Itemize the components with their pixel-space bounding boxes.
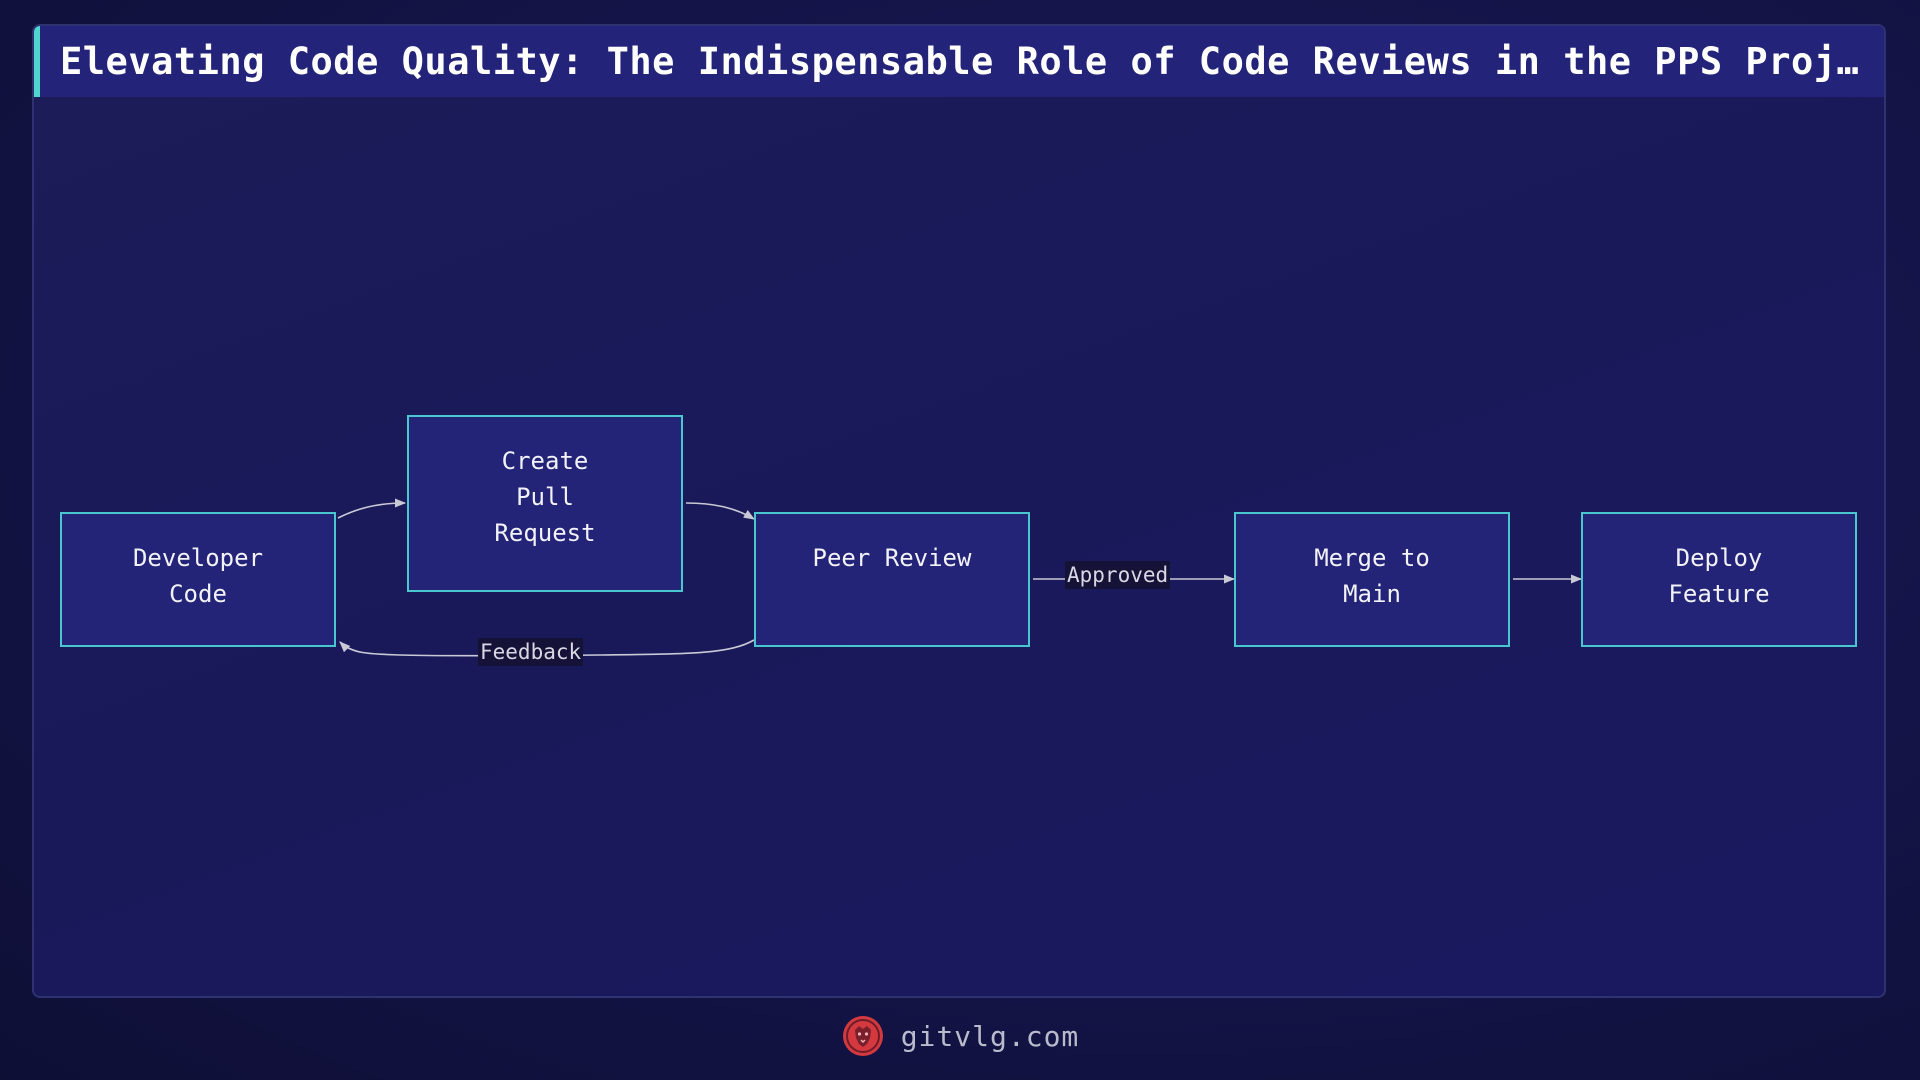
slide-frame: Elevating Code Quality: The Indispensabl…: [32, 24, 1886, 998]
edge-label-feedback: Feedback: [478, 638, 584, 666]
title-bar: Elevating Code Quality: The Indispensabl…: [34, 26, 1884, 97]
node-merge-to-main: Merge to Main: [1234, 512, 1510, 647]
node-developer-code: Developer Code: [60, 512, 336, 647]
node-developer-code-label: Developer Code: [132, 544, 264, 608]
node-deploy-feature: Deploy Feature: [1581, 512, 1857, 647]
node-create-pull-request-label: Create Pull Request: [494, 447, 596, 547]
node-peer-review-label: Peer Review: [812, 544, 972, 572]
node-merge-to-main-label: Merge to Main: [1314, 544, 1430, 608]
node-deploy-feature-label: Deploy Feature: [1668, 544, 1770, 608]
page-title: Elevating Code Quality: The Indispensabl…: [60, 40, 1864, 83]
edge-label-approved: Approved: [1065, 561, 1171, 589]
lion-head-logo-icon: [842, 1016, 883, 1056]
footer: gitvlg.com: [0, 1008, 1920, 1064]
footer-site-link[interactable]: gitvlg.com: [900, 1019, 1080, 1053]
node-peer-review: Peer Review: [754, 512, 1030, 647]
node-create-pull-request: Create Pull Request: [407, 415, 683, 592]
